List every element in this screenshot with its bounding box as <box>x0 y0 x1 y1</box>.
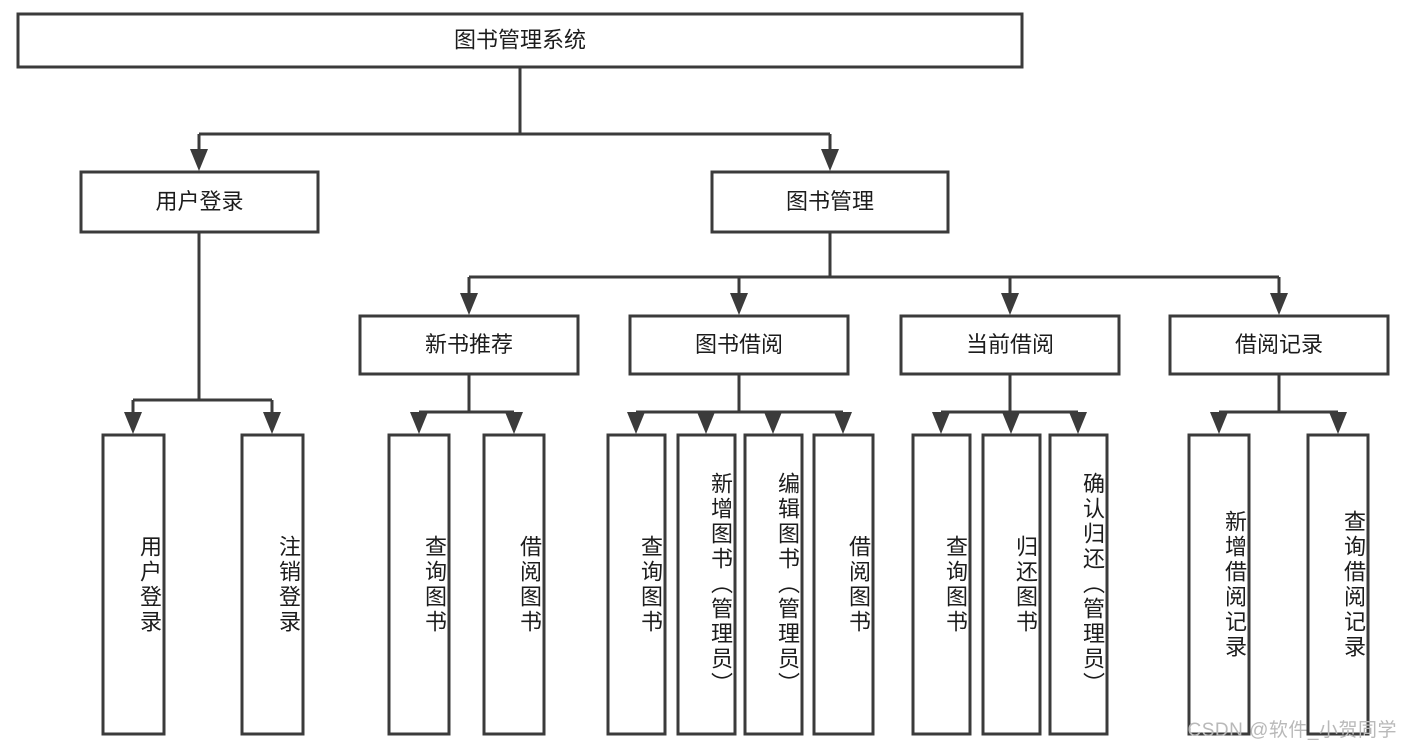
level2-node-3[interactable] <box>1168 314 1390 376</box>
arrow-head-icon <box>190 149 208 171</box>
level1-node-label-1: 图书管理 <box>786 189 874 214</box>
arrow-head-icon <box>1270 293 1288 315</box>
leaf-node-0[interactable] <box>101 433 166 736</box>
leaf-node-6[interactable] <box>743 433 804 736</box>
arrow-head-icon <box>1001 293 1019 315</box>
level1-node-label-0: 用户登录 <box>155 189 243 214</box>
leaf-node-10[interactable] <box>1048 433 1109 736</box>
level1-node-0[interactable] <box>79 170 320 234</box>
arrow-head-icon <box>1002 412 1020 434</box>
leaf-node-3[interactable] <box>482 433 546 736</box>
arrow-head-icon <box>627 412 645 434</box>
arrow-head-icon <box>697 412 715 434</box>
level2-node-2[interactable] <box>899 314 1121 376</box>
level2-node-0[interactable] <box>358 314 580 376</box>
level2-node-label-3: 借阅记录 <box>1235 332 1323 357</box>
leaf-node-12[interactable] <box>1306 433 1370 736</box>
leaf-node-11[interactable] <box>1187 433 1251 736</box>
leaf-node-8[interactable] <box>911 433 972 736</box>
root-node[interactable] <box>16 12 1024 69</box>
arrow-head-icon <box>1210 412 1228 434</box>
arrow-head-icon <box>834 412 852 434</box>
arrow-head-icon <box>730 293 748 315</box>
level2-node-label-2: 当前借阅 <box>966 332 1054 357</box>
level2-node-1[interactable] <box>628 314 850 376</box>
leaf-node-1[interactable] <box>240 433 305 736</box>
arrow-head-icon <box>1069 412 1087 434</box>
arrow-head-icon <box>821 149 839 171</box>
connectors-layer <box>124 67 1347 434</box>
arrow-head-icon <box>263 412 281 434</box>
leaf-node-7[interactable] <box>812 433 875 736</box>
leaf-node-5[interactable] <box>676 433 737 736</box>
arrow-head-icon <box>932 412 950 434</box>
arrow-head-icon <box>124 412 142 434</box>
watermark: CSDN @软件_小贺同学 <box>1187 720 1397 741</box>
level1-node-1[interactable] <box>710 170 950 234</box>
arrow-head-icon <box>410 412 428 434</box>
boxes-layer <box>16 12 1390 736</box>
arrow-head-icon <box>764 412 782 434</box>
arrow-head-icon <box>460 293 478 315</box>
level2-node-label-0: 新书推荐 <box>425 332 513 357</box>
leaf-node-4[interactable] <box>606 433 667 736</box>
leaf-node-9[interactable] <box>981 433 1042 736</box>
root-node-label: 图书管理系统 <box>454 27 586 52</box>
leaf-node-2[interactable] <box>387 433 451 736</box>
arrow-head-icon <box>505 412 523 434</box>
level2-node-label-1: 图书借阅 <box>695 332 783 357</box>
arrow-head-icon <box>1329 412 1347 434</box>
